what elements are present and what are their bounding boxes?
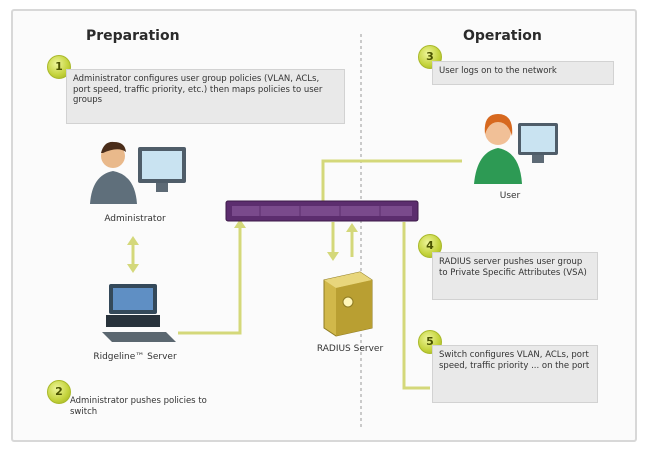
preparation-heading: Preparation [86,28,180,44]
ridgeline-to-switch-arrow [234,219,246,228]
step-2-badge: 2 [47,380,71,404]
operation-heading: Operation [463,28,542,44]
step-5-text: Switch configures VLAN, ACLs, port speed… [432,345,598,403]
switch-to-port-line [402,222,430,390]
step-4-text: RADIUS server pushes user group to Priva… [432,252,598,300]
step-3-text: User logs on to the network [432,61,614,85]
ridgeline-server-label: Ridgeline™ Server [93,352,177,362]
ridgeline-to-switch-line [178,222,242,335]
radius-server-label: RADIUS Server [316,344,384,354]
step-1-text: Administrator configures user group poli… [66,69,345,124]
step-2-text: Administrator pushes policies to switch [70,396,207,417]
radius-to-switch-arrow [346,223,358,232]
network-switch [225,200,419,222]
user-label: User [499,191,521,201]
radius-server-icon [323,271,373,337]
user-to-switch-line [321,159,462,202]
admin-ridgeline-arrow-up [127,236,139,245]
admin-ridgeline-arrow-down [127,264,139,273]
ridgeline-server-icon [102,284,176,342]
user-icon [474,114,558,184]
switch-to-radius-arrow [327,252,339,261]
administrator-label: Administrator [104,214,166,224]
administrator-icon [90,141,186,204]
